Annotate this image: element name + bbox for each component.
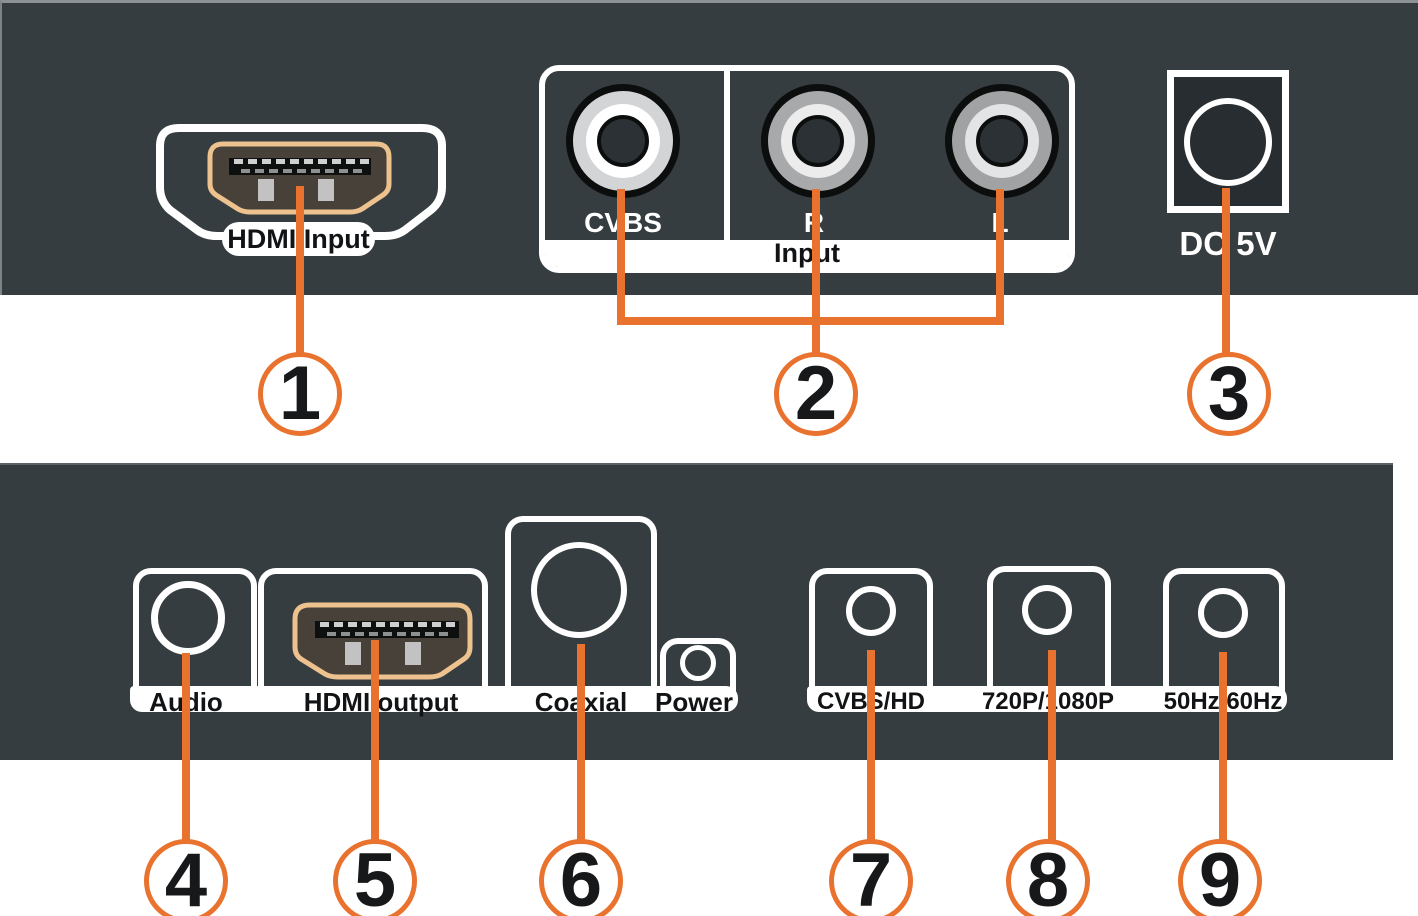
power-led-box [660, 638, 736, 712]
audio-r-jack [761, 84, 875, 198]
hdmi-input-pin-row [229, 158, 371, 175]
power-led-label: Power [654, 687, 734, 717]
callout-7: 7 [829, 839, 913, 916]
hdmi-input-outline [156, 124, 446, 240]
callout-8: 8 [1006, 839, 1090, 916]
callout-3: 3 [1187, 352, 1271, 436]
hdmi-input-pins-bottom [241, 169, 362, 173]
front-panel: HDMI Input Input [0, 0, 1418, 295]
hdmi-input-tab [318, 179, 334, 201]
callout-9: 9 [1178, 839, 1262, 916]
hdmi-output-port-label: HDMI output [303, 687, 459, 717]
cvbs-jack-ring [586, 104, 660, 178]
dc-power-label: DC 5V [1179, 225, 1277, 262]
cvbs-hd-switch-button [846, 586, 896, 636]
audio-r-jack-core [792, 115, 844, 167]
audio-l-jack-label: L [991, 207, 1009, 238]
hdmi-input-tab [258, 179, 274, 201]
power-led-circle [680, 645, 716, 681]
av-group-divider [724, 71, 730, 252]
hdmi-input-connector [207, 141, 392, 215]
audio-l-jack-ring [965, 104, 1039, 178]
audio-l-jack-core [976, 115, 1028, 167]
hdmi-input-pins-top [234, 159, 369, 164]
audio-r-jack-ring [781, 104, 855, 178]
cvbs-jack [566, 84, 680, 198]
audio-port-box [133, 568, 257, 712]
coaxial-jack-circle [531, 542, 627, 638]
frequency-switch-button [1198, 588, 1248, 638]
frequency-switch-label: 50Hz/60Hz [1163, 688, 1283, 715]
cvbs-jack-core [597, 115, 649, 167]
callout-6: 6 [539, 839, 623, 916]
callout-1: 1 [258, 352, 342, 436]
hdmi-input-label: HDMI Input [222, 222, 375, 256]
audio-r-jack-label: R [803, 207, 825, 238]
cvbs-jack-label: CVBS [584, 207, 662, 238]
dc-power-port [1167, 70, 1289, 213]
audio-port-label: Audio [149, 687, 223, 717]
resolution-switch-label: 720P/1080P [981, 688, 1115, 715]
cvbs-hd-switch-label: CVBS/HD [816, 688, 925, 715]
dc-power-socket-circle [1184, 97, 1272, 186]
callout-4: 4 [144, 839, 228, 916]
resolution-switch-button [1022, 585, 1072, 635]
callout-5: 5 [333, 839, 417, 916]
audio-jack-circle [151, 581, 225, 655]
callout-2: 2 [774, 352, 858, 436]
audio-l-jack [945, 84, 1059, 198]
av-group-label-bar: Input [545, 238, 1069, 268]
av-input-group: Input [539, 65, 1075, 273]
